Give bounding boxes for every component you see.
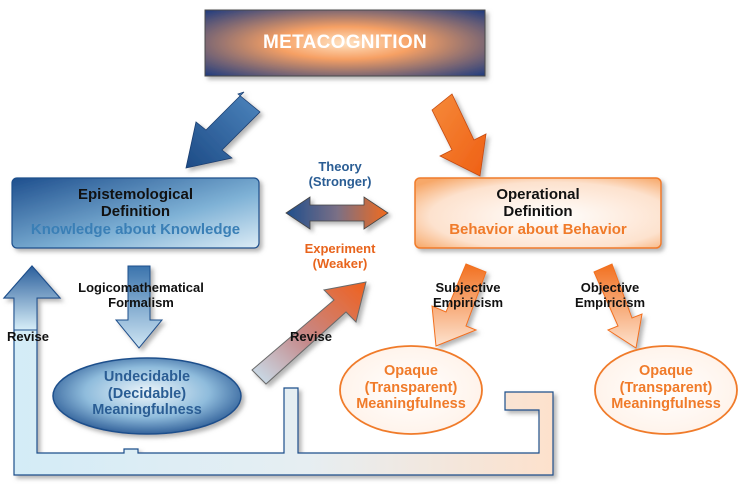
undecidable-text: Undecidable (Decidable) Meaningfulness: [70, 369, 224, 419]
undecidable-line1: Undecidable: [103, 369, 191, 385]
epistemological-line2: Definition: [100, 203, 171, 221]
operational-box: [414, 177, 662, 249]
opaque1-line1: Opaque: [384, 363, 438, 379]
opaque-oval-objective: [594, 345, 738, 435]
opaque2-line2: (Transparent): [619, 379, 713, 396]
undecidable-oval: [52, 357, 242, 435]
operational-title: Operational Definition Behavior about Be…: [415, 186, 661, 238]
experiment-line2: (Weaker): [312, 255, 368, 271]
revise-left-arrowhead: [2, 265, 62, 331]
objective-line2: Empiricism: [574, 294, 646, 310]
metacognition-box: [204, 9, 486, 77]
operational-line1: Operational: [496, 186, 580, 203]
revise-diagonal-arrow: [251, 281, 367, 385]
undecidable-line2: (Decidable): [107, 385, 187, 402]
objective-line1: Objective: [580, 280, 640, 295]
subjective-line1: Subjective: [435, 280, 501, 295]
experiment-line1: Experiment: [304, 241, 376, 256]
revise-mid-label: Revise: [290, 329, 332, 344]
logicomathematical-line1: Logicomathematical: [78, 280, 204, 295]
epistemological-line1: Epistemological: [77, 186, 194, 203]
subjective-line2: Empiricism: [432, 294, 504, 310]
logicomathematical-arrow: [114, 265, 164, 349]
opaque1-line2: (Transparent): [364, 379, 458, 396]
subjective-empiricism-arrow: [431, 263, 487, 347]
arrow-to-operational: [431, 93, 487, 177]
opaque-text-objective: Opaque (Transparent) Meaningfulness: [600, 363, 732, 413]
metacognition-title: METACOGNITION: [263, 32, 427, 54]
logicomathematical-label: Logicomathematical Formalism: [66, 280, 216, 311]
epistemological-subtitle: Knowledge about Knowledge: [30, 220, 241, 238]
opaque2-line1: Opaque: [639, 363, 693, 379]
experiment-label: Experiment (Weaker): [282, 241, 398, 272]
opaque-text-subjective: Opaque (Transparent) Meaningfulness: [345, 363, 477, 413]
logicomathematical-line2: Formalism: [108, 294, 174, 310]
undecidable-line3: Meaningfulness: [92, 402, 202, 419]
operational-subtitle: Behavior about Behavior: [449, 220, 627, 238]
theory-experiment-double-arrow: [285, 196, 389, 230]
revise-left-label: Revise: [7, 329, 49, 344]
opaque-oval-subjective: [339, 345, 483, 435]
operational-line2: Definition: [503, 203, 573, 221]
arrow-to-epistemological: [185, 91, 261, 169]
theory-line1: Theory: [318, 159, 362, 174]
theory-line2: (Stronger): [308, 173, 372, 189]
epistemological-box: [11, 177, 260, 249]
epistemological-title: Epistemological Definition Knowledge abo…: [12, 186, 259, 238]
opaque1-line3: Meaningfulness: [356, 396, 466, 413]
subjective-empiricism-label: Subjective Empiricism: [418, 280, 518, 311]
objective-empiricism-arrow: [593, 263, 643, 349]
theory-label: Theory (Stronger): [290, 159, 390, 190]
objective-empiricism-label: Objective Empiricism: [560, 280, 660, 311]
opaque2-line3: Meaningfulness: [611, 396, 721, 413]
